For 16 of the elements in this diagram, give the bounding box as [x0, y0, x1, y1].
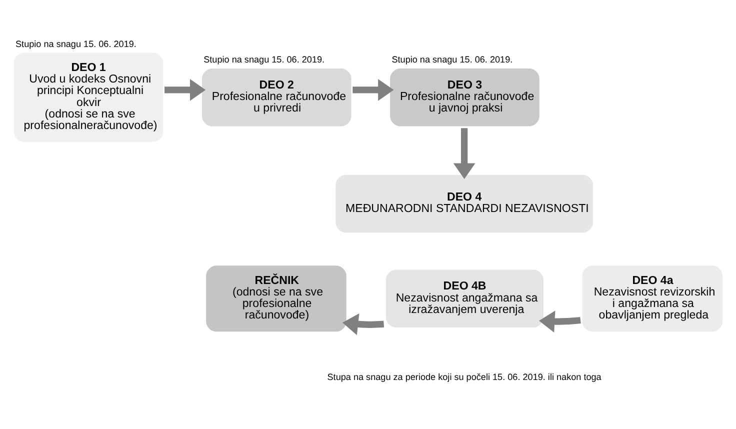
node-label: Stupio na snagu 15. 06. 2019. [392, 54, 513, 65]
arrow [453, 128, 476, 179]
node-box: DEO 4B Nezavisnost angažmana sa izražavanjem uverenja [386, 270, 544, 328]
node-label: Stupio na snagu 15. 06. 2019. [16, 38, 136, 49]
node-box: DEO 1 Uvod u kodeks Osnovni principi Konceptualni okvir (odnosi se na sve profesionalneračunovođe) [14, 52, 164, 142]
node-box: DEO 3 Profesionalne računovođe u javnoj praksi [390, 68, 540, 126]
arrow [342, 313, 384, 336]
label: Stupa na snagu za periode koji su počeli 15. 06. 2019. ili nakon toga [327, 372, 602, 382]
arrow [352, 78, 394, 101]
node-box: DEO 4a Nezavisnost revizorskih i angažmana sa obavljanjem pregleda [582, 266, 723, 332]
node-box: DEO 2 Profesionalne računovođe u privredi [202, 68, 352, 126]
node-box: DEO 4 MEĐUNARODNI STANDARDI NEZAVISNOSTI [336, 174, 594, 233]
node-label: Stupio na snagu 15. 06. 2019. [204, 54, 325, 65]
arrow [539, 310, 581, 333]
node-box: REČNIK (odnosi se na sve profesionalne računovođe) [206, 266, 346, 332]
arrow [164, 78, 206, 101]
